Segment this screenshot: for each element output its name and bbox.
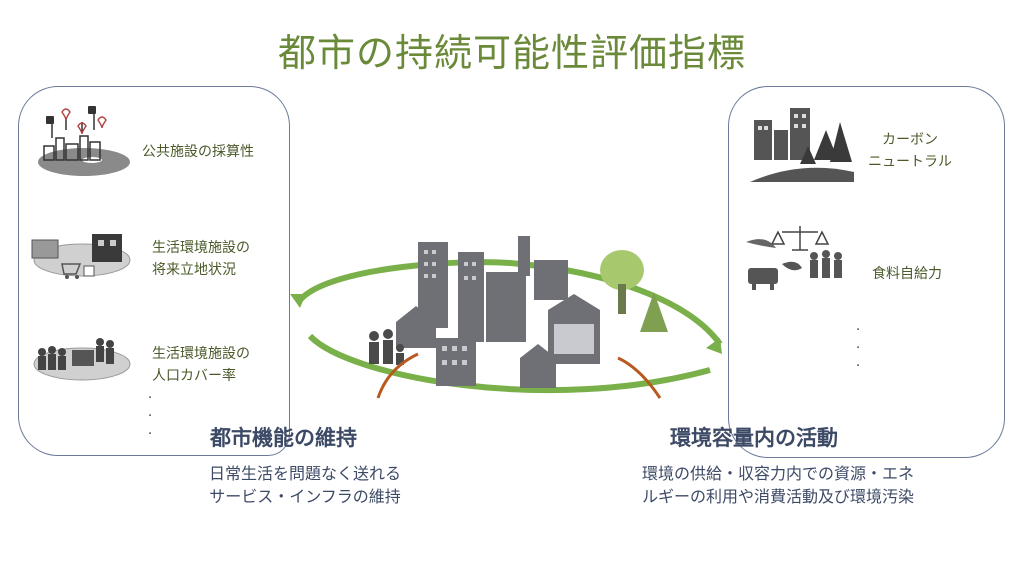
right-arrow <box>617 356 662 399</box>
left-arrow <box>376 352 419 399</box>
right-dot-1: · <box>856 323 861 338</box>
left-item-2-label: 生活環境施設の 将来立地状況 <box>152 238 250 281</box>
right-heading: 環境容量内の活動 <box>670 426 838 450</box>
left-desc-line-2: サービス・インフラの維持 <box>209 487 401 507</box>
food-scale-icon <box>746 226 842 290</box>
right-description: 環境の供給・収容力内での資源・エネ ルギーの利用や消費活動及び環境汚染 <box>608 462 948 508</box>
right-continuation-dots: · · · <box>856 322 860 376</box>
left-item-3-label: 生活環境施設の 人口カバー率 <box>152 344 250 387</box>
left-dot-1: · <box>148 391 153 406</box>
right-dot-3: · <box>856 359 861 374</box>
shopping-facility-icon <box>31 234 131 279</box>
right-desc-line-1: 環境の供給・収容力内での資源・エネ <box>641 464 914 483</box>
left-item-2-line-1: 生活環境施設の <box>152 240 250 256</box>
right-dot-2: · <box>856 341 861 356</box>
people-icon <box>369 329 404 365</box>
left-continuation-dots: · · · <box>148 390 152 444</box>
left-desc-line-1: 日常生活を問題なく送れる <box>208 464 401 483</box>
left-item-3-line-1: 生活環境施設の <box>152 346 250 362</box>
page-title: 都市の持続可能性評価指標 <box>277 31 746 75</box>
left-item-2-line-2: 将来立地状況 <box>152 261 236 278</box>
city-forest-icon <box>750 108 854 182</box>
right-desc-line-2: ルギーの利用や消費活動及び環境汚染 <box>641 487 914 507</box>
city-scene-illustration <box>290 236 723 399</box>
buildings <box>396 236 600 388</box>
right-item-1-label: カーボン ニュートラル <box>868 130 952 173</box>
right-item-1-line-2: ニュートラル <box>868 153 952 170</box>
right-item-1-line-1: カーボン <box>882 132 938 148</box>
left-dot-3: · <box>148 427 153 442</box>
left-description: 日常生活を問題なく送れる サービス・インフラの維持 <box>180 462 430 508</box>
right-item-2-label: 食料自給力 <box>872 266 942 282</box>
community-likes-icon <box>38 106 130 176</box>
right-panel <box>728 86 1005 458</box>
left-dot-2: · <box>148 409 153 424</box>
left-item-3-line-2: 人口カバー率 <box>152 367 236 384</box>
left-heading: 都市機能の維持 <box>210 426 357 450</box>
population-coverage-icon <box>33 338 131 381</box>
left-panel <box>18 86 290 456</box>
left-item-1-label: 公共施設の採算性 <box>142 144 254 160</box>
trees <box>600 250 668 332</box>
